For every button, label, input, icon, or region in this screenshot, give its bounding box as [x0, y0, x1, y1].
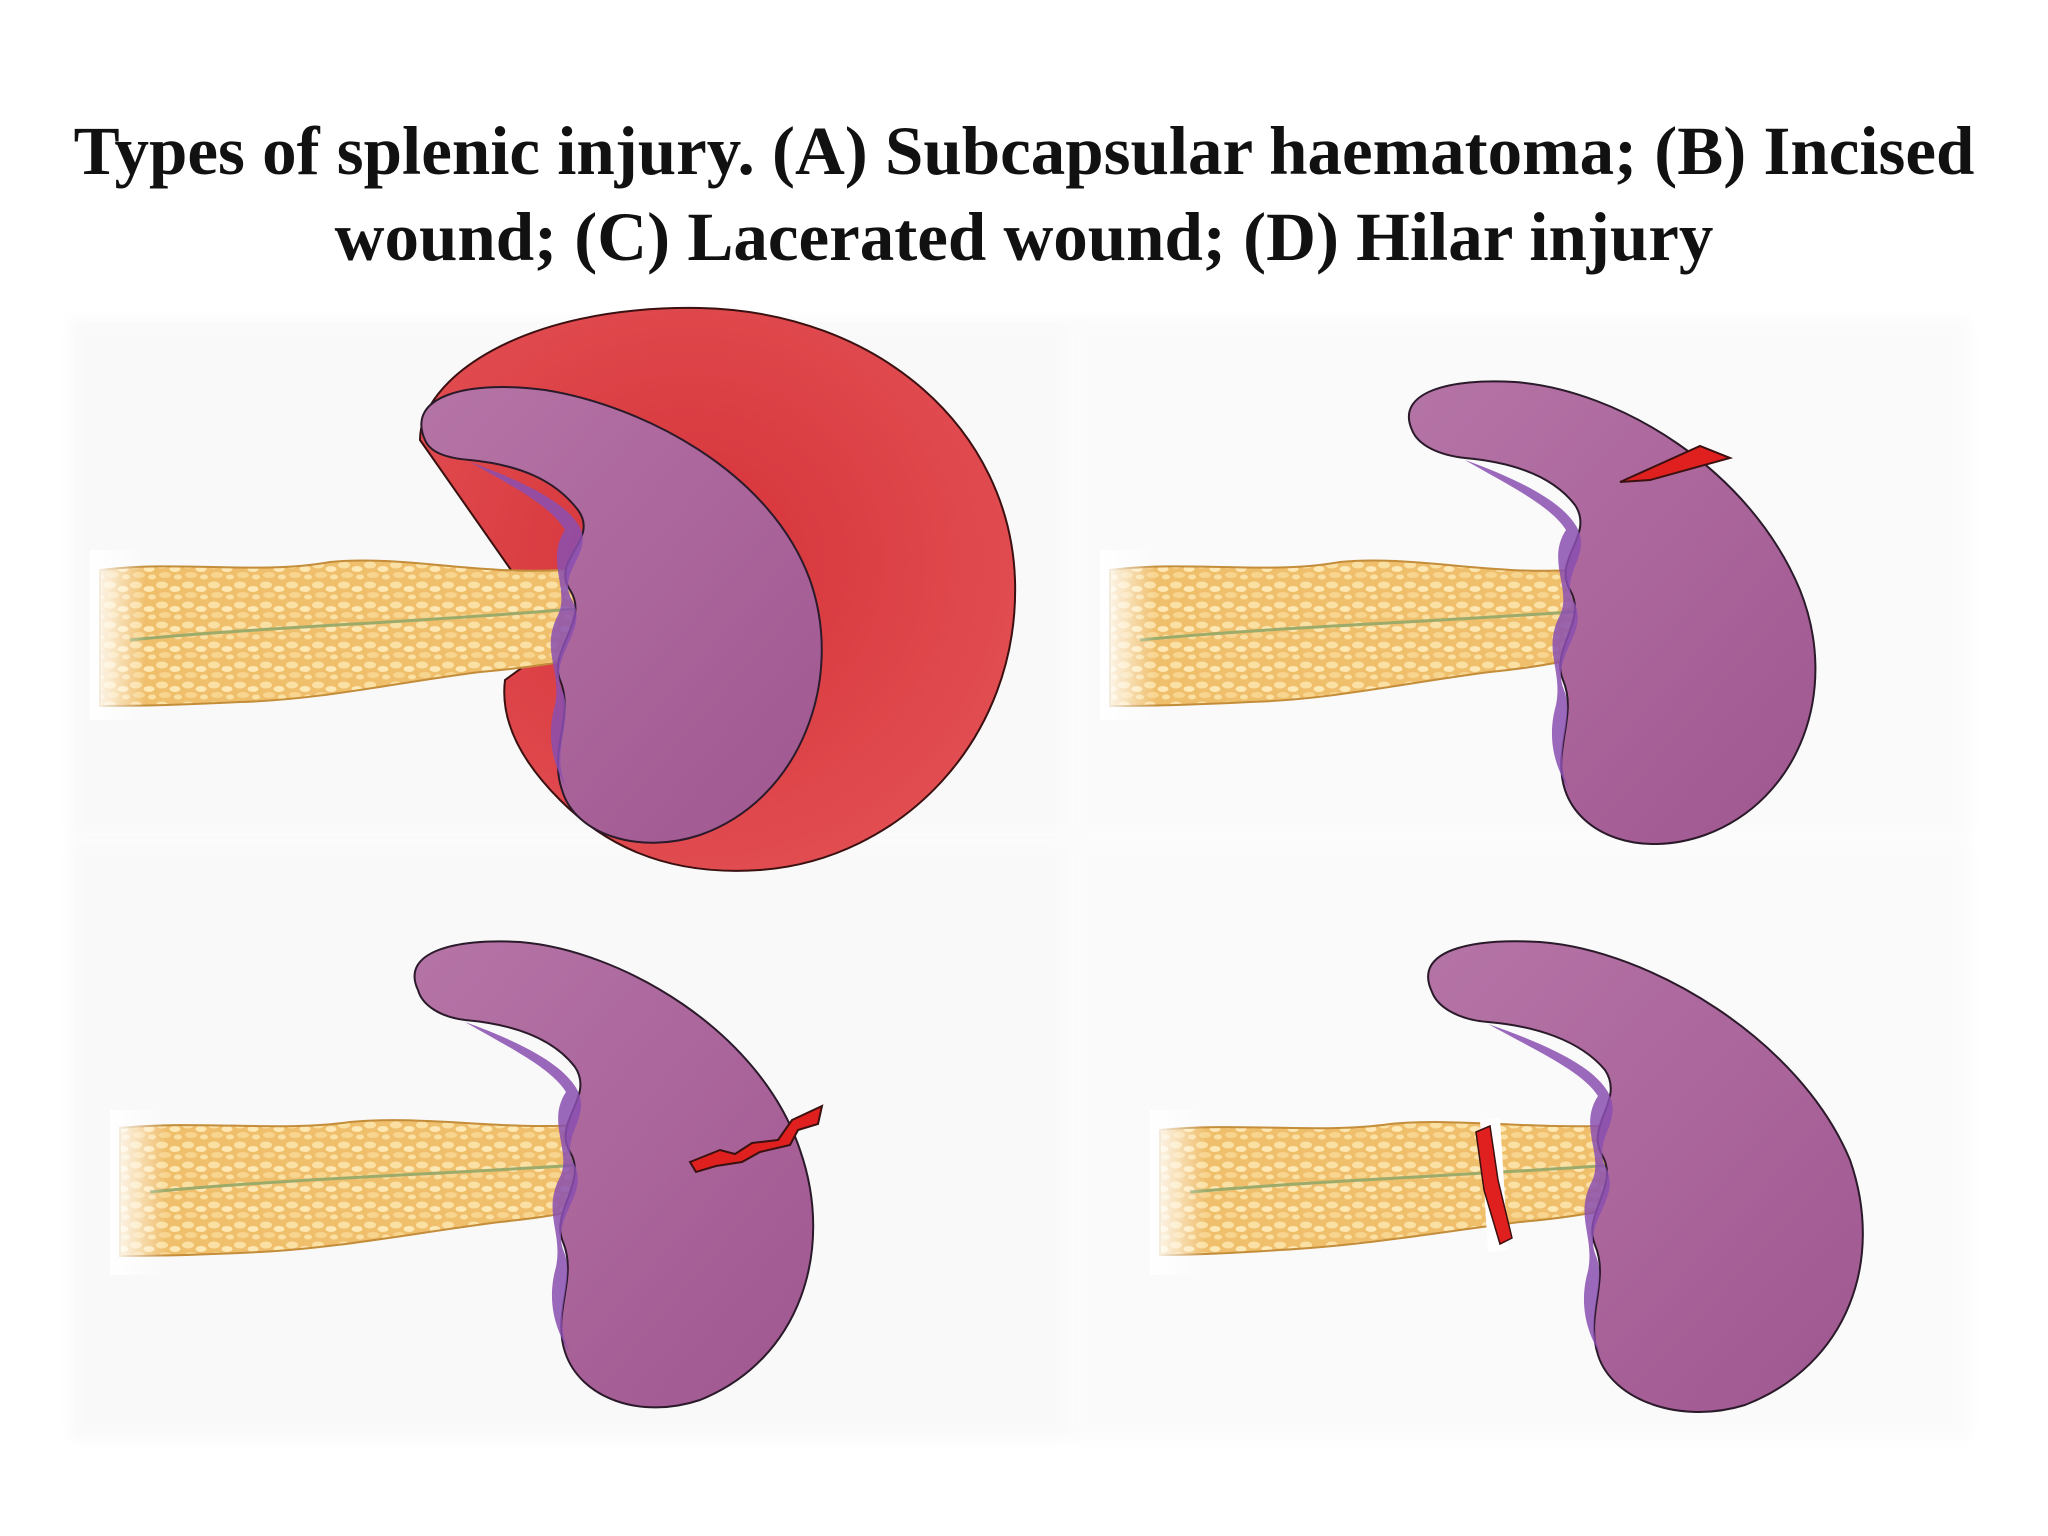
pancreas [1150, 1110, 1704, 1275]
spleen [420, 386, 823, 844]
panel-c-lacerated-wound [110, 940, 824, 1409]
slide-title: Types of splenic injury. (A) Subcapsular… [60, 108, 1988, 280]
panel-a-subcapsular-haematoma [90, 306, 1017, 872]
lacerated-wound-mark [688, 1104, 824, 1174]
slide-title-line-2: wound; (C) Lacerated wound; (D) Hilar in… [334, 199, 1714, 275]
incised-wound-mark [1619, 444, 1734, 483]
spleen [413, 940, 815, 1409]
pancreas [1100, 550, 1674, 720]
spleen [1427, 940, 1864, 1413]
spleen [1408, 380, 1817, 846]
pancreas [90, 550, 692, 720]
slide-title-line-1: Types of splenic injury. (A) Subcapsular… [73, 113, 1975, 189]
panel-b-incised-wound [1100, 380, 1817, 846]
hilar-injury-mark [1475, 1124, 1513, 1246]
pancreas [110, 1110, 680, 1275]
panel-d-hilar-injury [1150, 940, 1864, 1413]
